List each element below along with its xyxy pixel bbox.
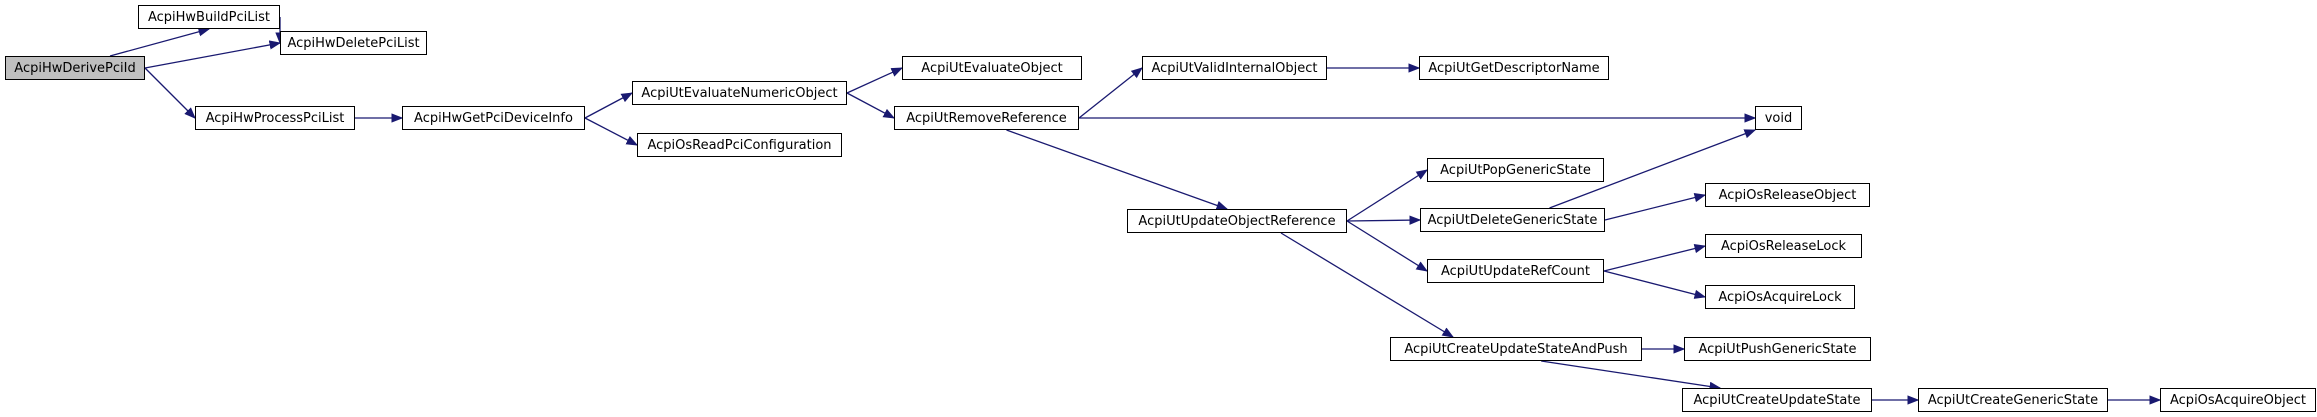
node-acpi-ut-valid-internal-object[interactable]: AcpiUtValidInternalObject (1142, 56, 1327, 80)
node-label: AcpiHwDerivePciId (14, 60, 136, 76)
node-label: AcpiUtGetDescriptorName (1428, 60, 1600, 76)
edge-AcpiUtUpdateObjectReference-to-AcpiUtPopGenericState (1346, 169, 1428, 222)
node-acpi-hw-delete-pci-list[interactable]: AcpiHwDeletePciList (280, 31, 427, 55)
node-acpi-ut-push-generic-state[interactable]: AcpiUtPushGenericState (1684, 337, 1871, 361)
node-label: AcpiUtValidInternalObject (1151, 60, 1318, 76)
node-acpi-ut-remove-reference[interactable]: AcpiUtRemoveReference (894, 106, 1079, 130)
node-label: AcpiUtEvaluateNumericObject (641, 85, 838, 101)
node-acpi-ut-get-descriptor-name[interactable]: AcpiUtGetDescriptorName (1419, 56, 1609, 80)
node-label: AcpiUtCreateUpdateStateAndPush (1404, 341, 1628, 357)
node-acpi-os-acquire-object[interactable]: AcpiOsAcquireObject (2160, 388, 2316, 412)
node-void[interactable]: void (1755, 106, 1802, 130)
node-acpi-os-release-lock[interactable]: AcpiOsReleaseLock (1705, 234, 1862, 258)
node-label: AcpiUtUpdateRefCount (1441, 263, 1590, 279)
node-acpi-os-read-pci-configuration[interactable]: AcpiOsReadPciConfiguration (637, 133, 842, 157)
node-label: AcpiUtPushGenericState (1698, 341, 1857, 357)
node-label: AcpiUtRemoveReference (906, 110, 1067, 126)
edge-AcpiUtUpdateRefCount-to-AcpiOsReleaseLock (1603, 243, 1707, 272)
node-label: void (1764, 110, 1793, 126)
node-label: AcpiUtCreateUpdateState (1693, 392, 1861, 408)
edge-AcpiUtEvaluateNumericObject-to-AcpiUtEvaluateObject (846, 67, 904, 94)
edge-AcpiUtUpdateObjectReference-to-AcpiUtCreateUpdateStateAndPush (1280, 232, 1455, 338)
node-acpi-ut-evaluate-numeric-object[interactable]: AcpiUtEvaluateNumericObject (632, 81, 847, 105)
node-label: AcpiOsReleaseObject (1718, 187, 1857, 203)
node-acpi-ut-create-generic-state[interactable]: AcpiUtCreateGenericState (1918, 388, 2108, 412)
node-acpi-hw-build-pci-list[interactable]: AcpiHwBuildPciList (138, 5, 280, 29)
node-label: AcpiUtCreateGenericState (1927, 392, 2099, 408)
node-label: AcpiOsAcquireLock (1718, 289, 1842, 305)
edge-AcpiUtEvaluateNumericObject-to-AcpiUtRemoveReference (846, 92, 896, 119)
node-acpi-ut-pop-generic-state[interactable]: AcpiUtPopGenericState (1427, 158, 1604, 182)
edge-AcpiUtDeleteGenericState-to-void (1549, 129, 1757, 209)
node-acpi-hw-derive-pci-id[interactable]: AcpiHwDerivePciId (5, 56, 145, 80)
node-acpi-ut-evaluate-object[interactable]: AcpiUtEvaluateObject (902, 56, 1082, 80)
edge-AcpiUtRemoveReference-to-AcpiUtValidInternalObject (1078, 67, 1143, 119)
edge-AcpiUtUpdateObjectReference-to-AcpiUtDeleteGenericState (1346, 215, 1422, 225)
node-acpi-os-acquire-lock[interactable]: AcpiOsAcquireLock (1705, 285, 1855, 309)
node-label: AcpiHwDeletePciList (287, 35, 420, 51)
edge-AcpiUtUpdateObjectReference-to-AcpiUtUpdateRefCount (1346, 220, 1428, 272)
node-acpi-ut-update-object-reference[interactable]: AcpiUtUpdateObjectReference (1127, 209, 1347, 233)
node-acpi-ut-delete-generic-state[interactable]: AcpiUtDeleteGenericState (1420, 208, 1605, 232)
edge-AcpiHwDerivePciId-to-AcpiHwProcessPciList (144, 67, 196, 119)
edge-AcpiHwDerivePciId-to-AcpiHwDeletePciList (144, 40, 282, 69)
node-label: AcpiUtUpdateObjectReference (1138, 213, 1336, 229)
edge-AcpiUtUpdateRefCount-to-AcpiOsAcquireLock (1603, 270, 1707, 299)
node-acpi-ut-create-update-state[interactable]: AcpiUtCreateUpdateState (1682, 388, 1872, 412)
node-label: AcpiOsReadPciConfiguration (647, 137, 832, 153)
edge-AcpiUtCreateUpdateStateAndPush-to-AcpiUtCreateUpdateState (1541, 360, 1722, 392)
node-acpi-ut-create-update-state-and-push[interactable]: AcpiUtCreateUpdateStateAndPush (1390, 337, 1642, 361)
node-label: AcpiUtPopGenericState (1440, 162, 1591, 178)
edge-AcpiHwGetPciDeviceInfo-to-AcpiUtEvaluateNumericObject (584, 92, 634, 119)
edge-AcpiUtRemoveReference-to-AcpiUtUpdateObjectReference (1006, 129, 1229, 210)
node-label: AcpiHwGetPciDeviceInfo (414, 110, 573, 126)
edge-AcpiUtDeleteGenericState-to-AcpiOsReleaseObject (1604, 193, 1707, 221)
node-label: AcpiUtDeleteGenericState (1427, 212, 1598, 228)
node-label: AcpiOsAcquireObject (2170, 392, 2306, 408)
node-label: AcpiHwProcessPciList (205, 110, 345, 126)
node-acpi-hw-get-pci-device-info[interactable]: AcpiHwGetPciDeviceInfo (402, 106, 585, 130)
node-acpi-ut-update-ref-count[interactable]: AcpiUtUpdateRefCount (1427, 259, 1604, 283)
node-label: AcpiHwBuildPciList (147, 9, 271, 25)
node-acpi-hw-process-pci-list[interactable]: AcpiHwProcessPciList (195, 106, 355, 130)
node-label: AcpiUtEvaluateObject (921, 60, 1063, 76)
edge-AcpiHwDerivePciId-to-AcpiHwBuildPciList (109, 27, 211, 57)
edge-AcpiHwGetPciDeviceInfo-to-AcpiOsReadPciConfiguration (584, 117, 639, 146)
node-label: AcpiOsReleaseLock (1720, 238, 1847, 254)
node-acpi-os-release-object[interactable]: AcpiOsReleaseObject (1705, 183, 1870, 207)
